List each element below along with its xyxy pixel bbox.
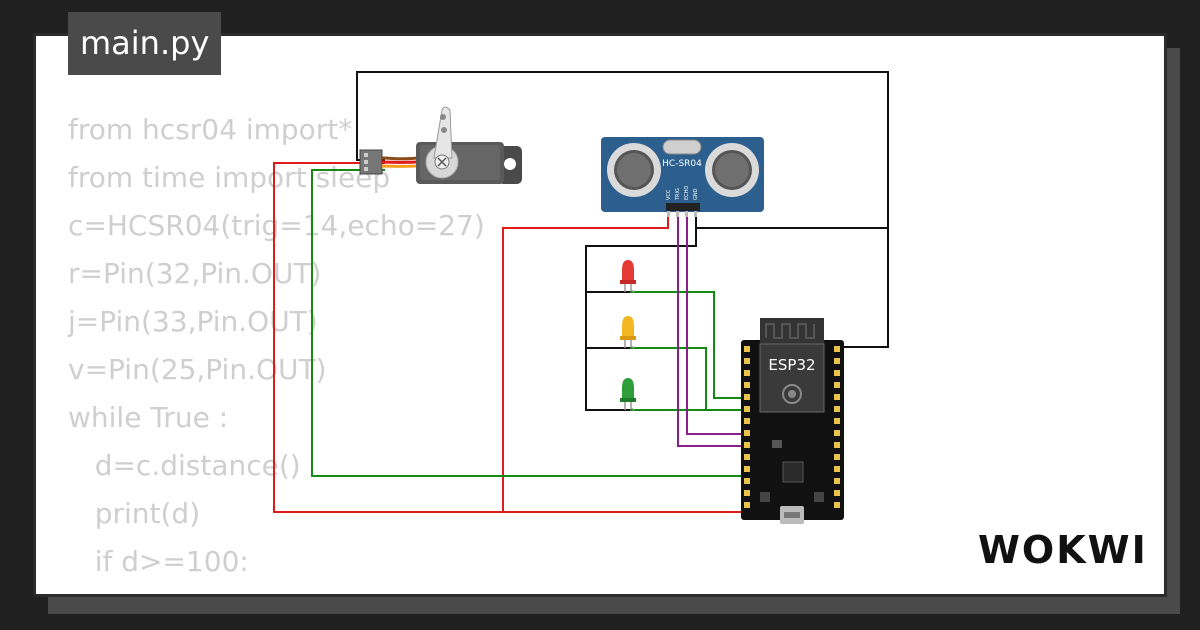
pin-header-right bbox=[834, 346, 840, 508]
ultrasonic-label: HC-SR04 bbox=[662, 159, 702, 169]
pin-label-trig: TRIG bbox=[675, 188, 681, 201]
pin-header-left bbox=[744, 346, 750, 508]
esp32-board: ESP32 bbox=[741, 318, 844, 524]
code-line: if d>=100: bbox=[68, 545, 249, 578]
pin-label-gnd: GND bbox=[693, 188, 699, 200]
code-line: j=Pin(33,Pin.OUT) bbox=[68, 305, 318, 338]
led-red bbox=[620, 260, 636, 293]
wire-ground-leds bbox=[585, 228, 697, 411]
wire-trig bbox=[677, 210, 746, 447]
pin-label-echo: ECHO bbox=[684, 186, 690, 200]
wires bbox=[273, 71, 889, 513]
ultrasonic-sensor: HC-SR04 VCC TRIG ECHO GND bbox=[601, 137, 764, 217]
led-green bbox=[620, 378, 636, 411]
preview-card: from hcsr04 import* from time import slee… bbox=[33, 33, 1167, 597]
code-line: d=c.distance() bbox=[68, 449, 301, 482]
wire-echo bbox=[686, 210, 746, 435]
code-line: print(d) bbox=[68, 497, 201, 530]
code-line: from time import sleep bbox=[68, 161, 391, 194]
close-icon bbox=[437, 157, 447, 167]
code-line: c=HCSR04(trig=14,echo=27) bbox=[68, 209, 485, 242]
code-line: v=Pin(25,Pin.OUT) bbox=[68, 353, 327, 386]
board-label: ESP32 bbox=[768, 356, 815, 374]
code-preview: from hcsr04 import* from time import slee… bbox=[68, 106, 485, 586]
led-yellow bbox=[620, 316, 636, 349]
wire-ground-sensor bbox=[695, 210, 888, 229]
wire-signal-servo bbox=[311, 169, 746, 477]
wire-signal-red bbox=[630, 291, 746, 399]
code-line: r=Pin(32,Pin.OUT) bbox=[68, 257, 322, 290]
pin-label-vcc: VCC bbox=[666, 189, 672, 200]
wokwi-logo[interactable]: WOKWI bbox=[978, 528, 1148, 572]
servo-motor bbox=[359, 106, 522, 184]
wire-power-servo bbox=[273, 162, 746, 513]
wire-power-sensor bbox=[502, 210, 669, 512]
file-tab[interactable]: main.py bbox=[68, 12, 222, 75]
code-line: from hcsr04 import* bbox=[68, 113, 353, 146]
code-line: while True : bbox=[68, 401, 229, 434]
